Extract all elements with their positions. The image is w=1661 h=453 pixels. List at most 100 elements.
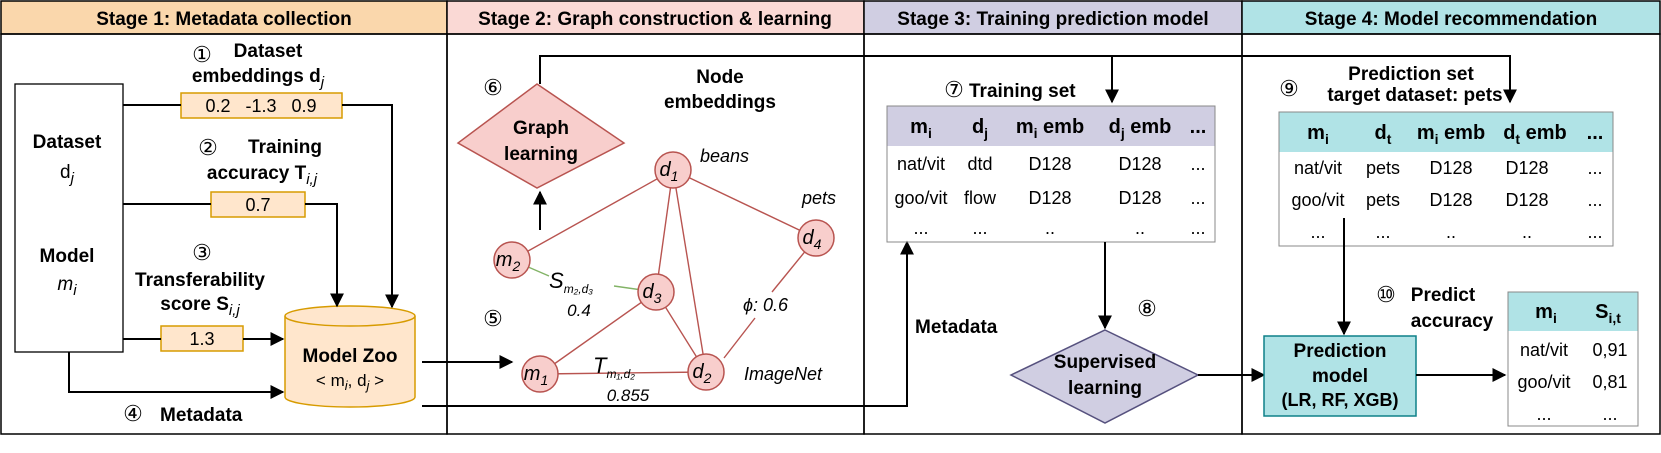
model-zoo-cylinder: Model Zoo < mi, dj > — [284, 305, 416, 408]
prediction-cell: D128 — [1429, 190, 1472, 210]
result-cell: nat/vit — [1520, 340, 1568, 360]
training-table: mi dj mi emb dj emb ... nat/vit dtd D128… — [894, 116, 1206, 238]
step3-label-line2: score Si,j — [160, 294, 240, 319]
prediction-cell: ... — [1587, 158, 1602, 178]
step9-number: ⑨ — [1279, 76, 1299, 101]
node-tag-beans: beans — [700, 146, 749, 166]
graph-node-d4: d4 — [797, 219, 835, 257]
stage2-header-band — [446, 0, 865, 35]
prediction-set-line2: target dataset: pets — [1327, 85, 1502, 106]
step4-number: ④ — [123, 401, 143, 426]
stage4-content: ⑨ Prediction set target dataset: pets mi… — [1263, 64, 1639, 427]
svg-text:d4: d4 — [803, 227, 822, 252]
training-cell: ... — [1190, 218, 1205, 238]
step3-number: ③ — [192, 240, 212, 265]
training-cell: ... — [972, 218, 987, 238]
prediction-cell: pets — [1366, 190, 1400, 210]
stage-headers: Stage 1: Metadata collection Stage 2: Gr… — [0, 0, 1661, 35]
similarity-label: Sm₂,d₃ — [549, 268, 593, 296]
training-col-header: ... — [1190, 116, 1207, 138]
prediction-cell: D128 — [1505, 190, 1548, 210]
step6-number: ⑥ — [483, 75, 503, 100]
step1-label-line1: Dataset — [234, 41, 303, 62]
prediction-cell: D128 — [1505, 158, 1548, 178]
prediction-cell: ... — [1375, 222, 1390, 242]
prediction-cell: ... — [1587, 190, 1602, 210]
graph-nodes: d1 beans d4 pets m2 d3 m1 d2 — [493, 146, 836, 393]
graph-node-m2: m2 — [493, 241, 531, 279]
step5-number: ⑤ — [483, 306, 503, 331]
result-cell: ... — [1602, 404, 1617, 424]
metadata-label: Metadata — [915, 317, 998, 338]
stage3-content: ⑦ Training set mi dj mi emb dj emb ... n… — [886, 77, 1266, 424]
prediction-table-header-bg — [1279, 112, 1613, 152]
stage2-connectors — [422, 55, 1517, 407]
training-cell: ... — [1190, 154, 1205, 174]
prediction-col-header: ... — [1587, 122, 1604, 144]
training-cell: nat/vit — [897, 154, 945, 174]
training-set-label: Training set — [969, 81, 1076, 102]
prediction-table: mi dt mi emb dt emb ... nat/vit pets D12… — [1291, 122, 1603, 242]
result-cell: 0,91 — [1592, 340, 1627, 360]
score-value: 1.3 — [189, 329, 214, 349]
training-cell: D128 — [1118, 188, 1161, 208]
accuracy-edge-value: 0.855 — [607, 386, 650, 405]
supervised-learning-line2: learning — [1068, 378, 1142, 399]
prediction-cell: ... — [1310, 222, 1325, 242]
svg-text:m2: m2 — [496, 249, 521, 274]
step10-number: ⑩ — [1376, 282, 1396, 307]
training-col-header: mi emb — [1016, 116, 1084, 141]
prediction-cell: .. — [1522, 222, 1532, 242]
stage4-connectors — [1337, 218, 1507, 382]
result-cell: ... — [1536, 404, 1551, 424]
predict-accuracy-line2: accuracy — [1411, 311, 1494, 332]
step4-label: Metadata — [160, 405, 243, 426]
result-cell: 0,81 — [1592, 372, 1627, 392]
model-var: mi — [57, 274, 77, 299]
graph-edges — [511, 169, 817, 375]
stage1-header-band — [0, 0, 448, 35]
stage4-header-band — [1241, 0, 1661, 35]
prediction-model-line1: Prediction — [1294, 341, 1387, 362]
stage4-panel — [1241, 33, 1661, 435]
training-col-header: dj emb — [1109, 116, 1172, 141]
graph-learning-diamond — [456, 83, 626, 189]
training-cell: .. — [1135, 218, 1145, 238]
graph-learning-line1: Graph — [513, 118, 569, 139]
training-col-header: mi — [910, 116, 932, 141]
svg-text:m1: m1 — [524, 363, 548, 388]
stage-panels — [0, 33, 1661, 435]
dataset-label: Dataset — [33, 132, 102, 153]
stage2-content: ⑥ Graph learning Node embeddings d1 b — [422, 55, 1517, 407]
prediction-table-frame — [1278, 111, 1614, 247]
step2-label-line2: accuracy Ti,j — [207, 163, 318, 188]
prediction-col-header: dt — [1375, 122, 1392, 147]
training-cell: .. — [1045, 218, 1055, 238]
accuracy-value-box — [210, 191, 306, 218]
step2-label-line1: Training — [248, 137, 322, 158]
graph-node-d3: d3 — [637, 273, 675, 311]
source-box — [14, 83, 124, 353]
node-embeddings-line1: Node — [696, 67, 744, 88]
step3-label-line1: Transferability — [135, 270, 265, 291]
similarity-value: 0.4 — [567, 301, 591, 320]
step8-number: ⑧ — [1137, 296, 1157, 321]
step2-number: ② — [198, 135, 218, 160]
stage2-title: Stage 2: Graph construction & learning — [478, 9, 832, 30]
graph-node-d1: d1 — [654, 151, 692, 189]
accuracy-value: 0.7 — [245, 195, 270, 215]
prediction-cell: goo/vit — [1291, 190, 1344, 210]
training-cell: D128 — [1028, 188, 1071, 208]
training-cell: D128 — [1028, 154, 1071, 174]
training-table-frame — [886, 105, 1216, 243]
step7-number: ⑦ — [944, 77, 964, 102]
prediction-col-header: dt emb — [1503, 122, 1567, 147]
graph-node-d2: d2 — [687, 353, 725, 391]
accuracy-edge-label: Tm₁,d₂ — [593, 353, 635, 381]
node-tag-pets: pets — [801, 188, 836, 208]
supervised-learning-diamond — [1009, 329, 1200, 424]
step1-number: ① — [192, 42, 212, 67]
result-col-header: Si,t — [1595, 301, 1621, 326]
prediction-model-line3: (LR, RF, XGB) — [1282, 390, 1399, 410]
